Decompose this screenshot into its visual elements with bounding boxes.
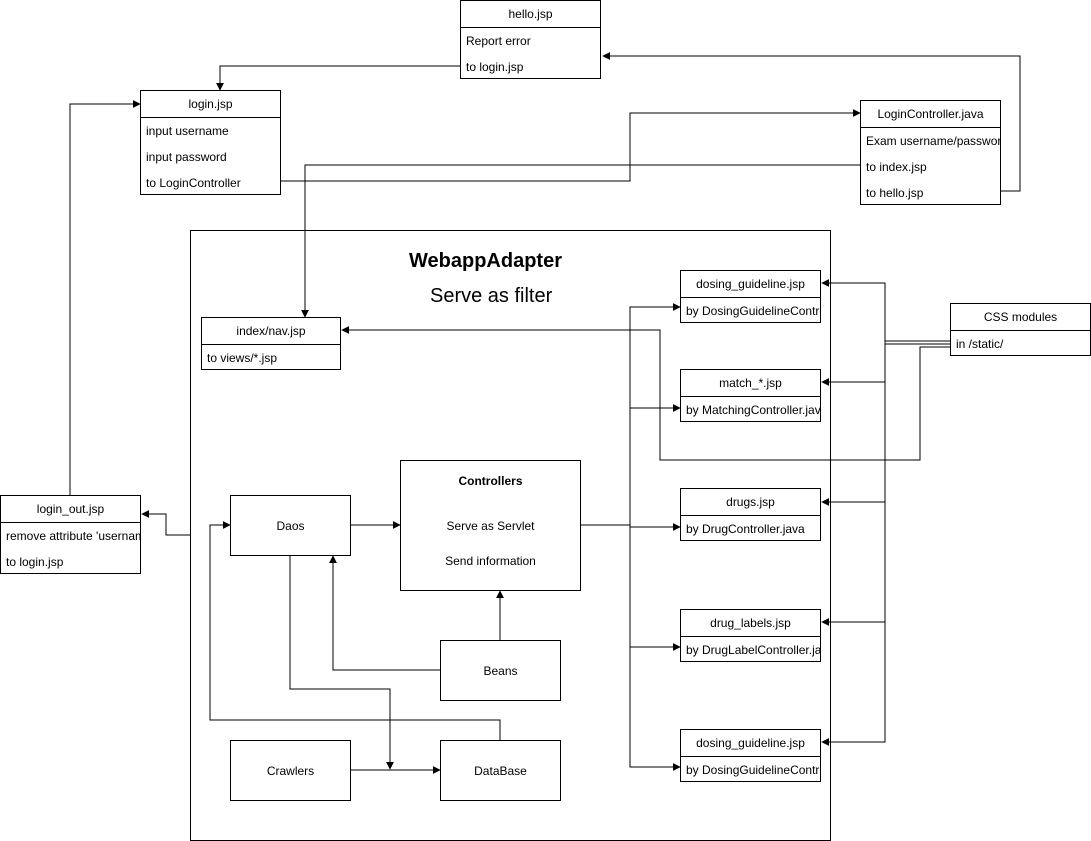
node-title: CSS modules bbox=[951, 304, 1090, 331]
node-row: by DrugLabelController.java bbox=[686, 643, 820, 657]
edge-css-to-dosing-2 bbox=[821, 622, 886, 746]
node-row: to index.jsp bbox=[866, 160, 927, 174]
node-row: input username bbox=[146, 124, 229, 138]
node-line: Serve as Servlet bbox=[446, 519, 535, 533]
edge-container-to-logout bbox=[141, 510, 190, 536]
container-title: WebappAdapter bbox=[409, 250, 562, 272]
node-title: dosing_guideline.jsp bbox=[681, 271, 820, 298]
node-row: to login.jsp bbox=[466, 60, 524, 74]
node-line: Send information bbox=[445, 554, 536, 568]
node-label: Daos bbox=[276, 518, 305, 533]
node-row: to LoginController bbox=[146, 176, 241, 190]
edge-logout-to-login bbox=[69, 100, 141, 495]
node-drugs-jsp[interactable]: drugs.jsp by DrugController.java bbox=[680, 488, 821, 541]
edge-css-to-drugs bbox=[821, 382, 886, 506]
node-database[interactable]: DataBase bbox=[440, 740, 561, 801]
node-row: Exam username/password bbox=[866, 134, 1000, 148]
node-title: drug_labels.jsp bbox=[681, 610, 820, 637]
node-title: Controllers bbox=[458, 474, 523, 488]
node-dosing-guideline-1[interactable]: dosing_guideline.jsp by DosingGuidelineC… bbox=[680, 270, 821, 323]
node-controllers[interactable]: Controllers Serve as Servlet Send inform… bbox=[400, 460, 581, 591]
node-title: login.jsp bbox=[141, 91, 280, 118]
node-drug-labels-jsp[interactable]: drug_labels.jsp by DrugLabelController.j… bbox=[680, 609, 821, 662]
node-row: to login.jsp bbox=[6, 555, 64, 569]
node-index-nav-jsp[interactable]: index/nav.jsp to views/*.jsp bbox=[201, 317, 341, 370]
node-hello-jsp[interactable]: hello.jsp Report error to login.jsp bbox=[460, 0, 601, 79]
node-row: by DosingGuidelineController.java bbox=[686, 304, 820, 318]
edge-css-to-drug-labels bbox=[821, 502, 886, 626]
node-row: remove attribute 'username' bbox=[6, 529, 140, 543]
edge-hello-to-login bbox=[216, 65, 460, 91]
node-login-jsp[interactable]: login.jsp input username input password … bbox=[140, 90, 281, 195]
node-row: to views/*.jsp bbox=[207, 351, 278, 365]
node-match-jsp[interactable]: match_*.jsp by MatchingController.java bbox=[680, 369, 821, 422]
node-row: by DrugController.java bbox=[686, 522, 805, 536]
node-row: Report error bbox=[466, 34, 531, 48]
edge-css-to-dosing-1 bbox=[821, 279, 886, 343]
node-title: dosing_guideline.jsp bbox=[681, 730, 820, 757]
node-css-modules[interactable]: CSS modules in /static/ bbox=[950, 303, 1091, 356]
edge-css-to-match bbox=[821, 343, 886, 386]
node-label: Beans bbox=[483, 663, 518, 678]
node-label: Crawlers bbox=[266, 763, 315, 778]
node-row: by DosingGuidelineController.java bbox=[686, 763, 820, 777]
edge-login-to-controller bbox=[281, 109, 861, 182]
node-row: input password bbox=[146, 150, 227, 164]
node-row: in /static/ bbox=[956, 337, 1004, 351]
node-title: match_*.jsp bbox=[681, 370, 820, 397]
node-row: by MatchingController.java bbox=[686, 403, 820, 417]
node-title: LoginController.java bbox=[861, 101, 1000, 128]
node-daos[interactable]: Daos bbox=[230, 495, 351, 556]
node-beans[interactable]: Beans bbox=[440, 640, 561, 701]
container-subtitle: Serve as filter bbox=[430, 285, 553, 307]
node-crawlers[interactable]: Crawlers bbox=[230, 740, 351, 801]
node-dosing-guideline-2[interactable]: dosing_guideline.jsp by DosingGuidelineC… bbox=[680, 729, 821, 782]
node-title: login_out.jsp bbox=[1, 496, 140, 523]
node-title: drugs.jsp bbox=[681, 489, 820, 516]
node-login-out-jsp[interactable]: login_out.jsp remove attribute 'username… bbox=[0, 495, 141, 574]
node-title: index/nav.jsp bbox=[202, 318, 340, 345]
node-title: hello.jsp bbox=[461, 1, 600, 28]
edge-css-bus bbox=[885, 340, 950, 345]
node-login-controller[interactable]: LoginController.java Exam username/passw… bbox=[860, 100, 1001, 205]
node-row: to hello.jsp bbox=[866, 186, 924, 200]
node-label: DataBase bbox=[474, 763, 527, 778]
